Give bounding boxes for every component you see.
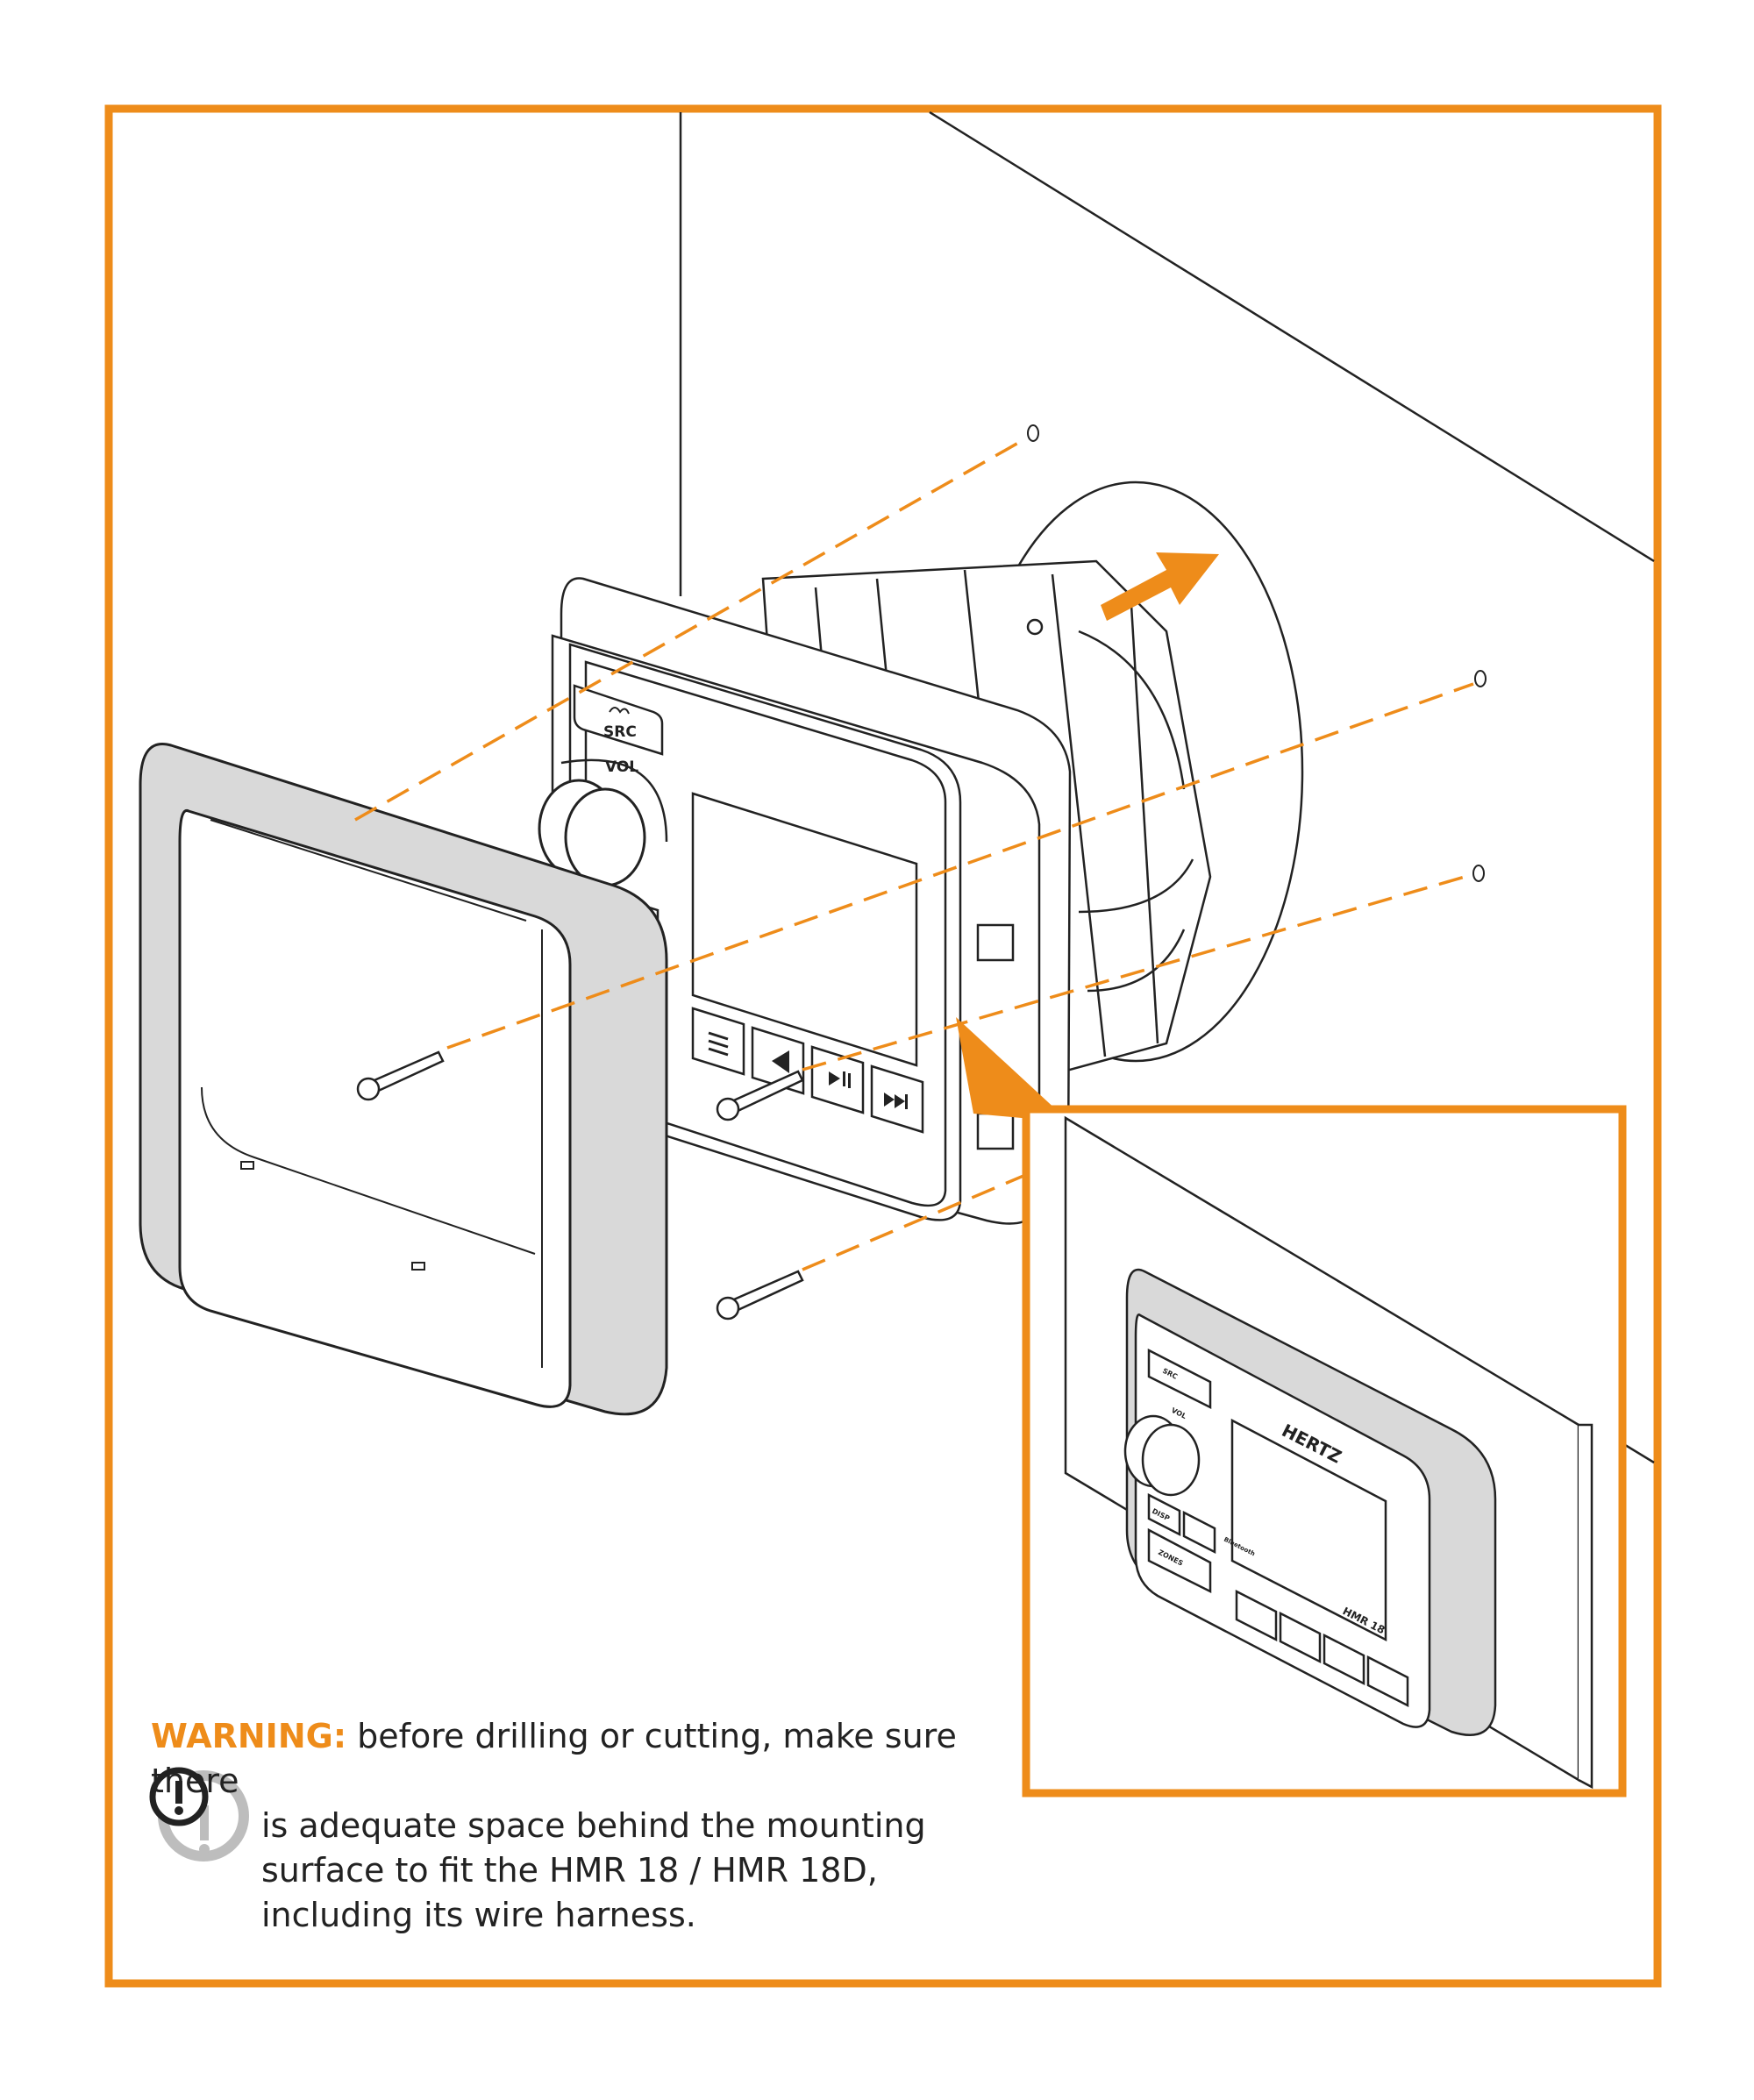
source-icon <box>609 707 630 715</box>
screw <box>716 1270 804 1321</box>
warning-line1: before drilling or cutting, make sure th… <box>151 1717 957 1800</box>
arrow-icon <box>1101 552 1219 621</box>
next-button[interactable] <box>870 1064 924 1134</box>
outer-frame <box>104 104 1662 1988</box>
screw <box>716 1070 804 1121</box>
warning-note: WARNING: before drilling or cutting, mak… <box>151 1714 1019 1938</box>
skip-next-icon <box>884 1093 908 1109</box>
warning-heading: WARNING: <box>151 1717 347 1755</box>
arrow-icon <box>956 1017 1070 1122</box>
screw <box>356 1050 445 1101</box>
vol-label: VOL <box>605 758 638 776</box>
skip-previous-icon <box>772 1050 789 1073</box>
warning-body: is adequate space behind the mounting su… <box>261 1806 926 1934</box>
inset-unit <box>1123 1268 1497 1736</box>
play-pause-icon <box>829 1071 851 1088</box>
menu-lines-icon <box>708 1031 729 1057</box>
exclamation-circle-icon <box>149 1767 249 1862</box>
screw-hole <box>1027 424 1487 882</box>
alignment-guides <box>354 437 1474 1271</box>
volume-knob[interactable]: VOL <box>538 758 668 887</box>
src-button[interactable]: SRC <box>573 684 664 756</box>
menu-button[interactable] <box>691 1007 745 1076</box>
display-screen <box>691 792 918 1067</box>
src-label: SRC <box>603 723 637 741</box>
